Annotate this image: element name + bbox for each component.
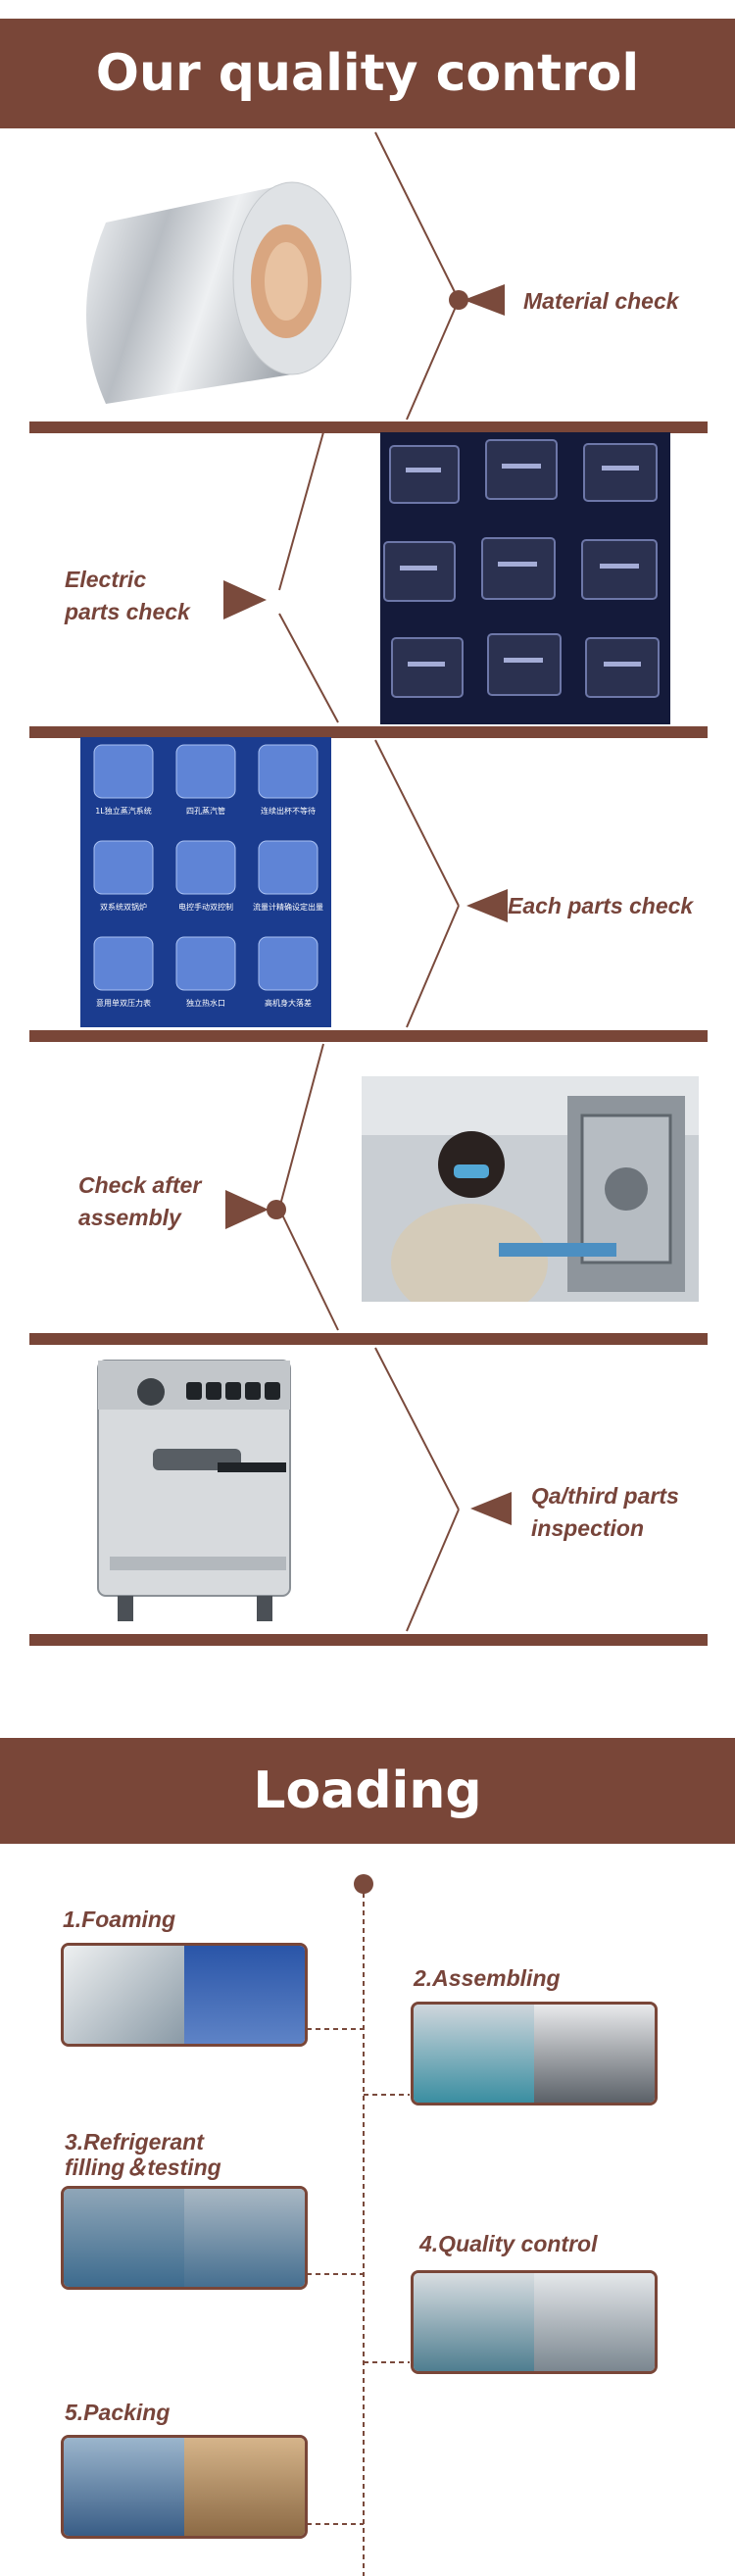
section-divider [29,1030,708,1042]
foaming-photo [61,1943,308,2047]
coffee-machine-photo [71,1351,345,1631]
pointer-arrow-icon [223,580,267,619]
part-caption: 流量计精确设定出量 [253,902,323,912]
aluminum-coil-photo [67,169,361,414]
pointer-arrow-icon [225,1190,286,1229]
section-divider [29,1333,708,1345]
refrigerant-photo [61,2186,308,2290]
worker-assembly-photo [362,1076,699,1302]
part-caption: 独立热水口 [186,998,225,1008]
banner-underline [29,125,708,128]
part-caption: 双系统双锅炉 [100,902,147,912]
check-label-inspection: Qa/third parts inspection [531,1483,679,1541]
step-label-packing: 5.Packing [65,2400,171,2425]
part-caption: 四孔蒸汽管 [186,806,225,816]
loading-banner: Loading [0,1738,735,1844]
section-divider [29,1634,708,1646]
parts-catalog-photo: 1L独立蒸汽系统 四孔蒸汽管 连续出杯不等待 双系统双锅炉 电控手动双控制 流量… [80,737,331,1027]
part-caption: 意用单双压力表 [96,998,151,1008]
packing-photo [61,2435,308,2539]
quality-title: Our quality control [95,44,640,103]
step-label-foaming: 1.Foaming [63,1907,176,1932]
quality-banner: Our quality control [0,19,735,128]
pointer-arrow-icon [449,284,505,316]
section-divider [29,726,708,738]
check-label-assembly: Check after assembly [78,1172,202,1230]
loading-title: Loading [253,1761,482,1820]
check-label-material: Material check [523,288,679,314]
part-caption: 电控手动双控制 [178,902,233,912]
check-label-electric: Electric parts check [65,567,190,624]
pointer-arrow-icon [470,1492,512,1525]
part-caption: 高机身大落差 [265,998,312,1008]
part-caption: 1L独立蒸汽系统 [95,806,152,816]
section-divider [29,421,708,433]
electronic-chips-photo [380,432,670,724]
quality-control-photo [411,2270,658,2374]
step-label-assembling: 2.Assembling [414,1965,561,1991]
check-label-each-parts: Each parts check [508,893,694,918]
part-caption: 连续出杯不等待 [261,806,316,816]
step-label-refrigerant: 3.Refrigerant filling＆testing [65,2129,221,2180]
assembling-photo [411,2002,658,2105]
pointer-arrow-icon [466,889,508,922]
step-label-quality: 4.Quality control [419,2231,598,2256]
